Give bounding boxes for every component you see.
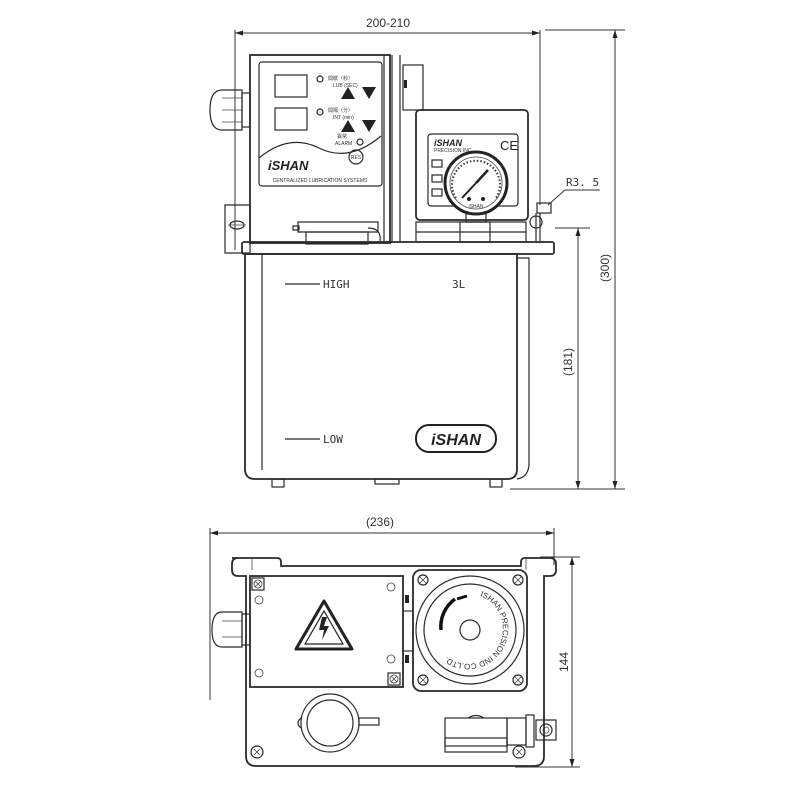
tank-logo: iSHAN xyxy=(431,432,481,449)
triangle-up-icon[interactable] xyxy=(341,87,355,99)
controller-caption: CENTRALIZED LUBRICATION SYSTEMS xyxy=(273,178,368,184)
filler-cap xyxy=(292,221,381,245)
ce-mark: CE xyxy=(500,138,518,153)
panel-wave xyxy=(258,135,382,159)
screw-icon xyxy=(417,674,429,686)
svg-text:PRECISION INC: PRECISION INC xyxy=(434,148,472,154)
dimension-overall-height-label: (300) xyxy=(598,254,612,282)
high-level-label: HIGH xyxy=(323,278,350,291)
dimension-width-plan: (236) xyxy=(209,515,555,700)
svg-text:iSHAN: iSHAN xyxy=(468,204,483,210)
controller-housing xyxy=(249,54,391,244)
screw-icon xyxy=(387,672,401,686)
led-alarm xyxy=(356,138,364,146)
electrical-box xyxy=(249,575,414,688)
led-lub xyxy=(316,75,324,83)
outlet-block-plan xyxy=(444,714,557,753)
tank-logo-badge xyxy=(415,424,497,453)
controller-brand-logo: iSHAN xyxy=(268,158,309,173)
screw-icon xyxy=(512,745,526,759)
controller-panel: 間歇（秒） LUB (SEC) 間隔（分） INT (min) 異常 ALARM… xyxy=(258,61,383,187)
gauge-panel-brand: iSHAN xyxy=(434,138,463,148)
filler-cap-plan xyxy=(297,693,380,753)
triangle-up-icon[interactable] xyxy=(341,120,355,132)
high-voltage-warning-icon xyxy=(294,599,354,651)
low-level-label: LOW xyxy=(323,433,343,446)
plan-view: (236) xyxy=(209,515,580,768)
display-lub-time xyxy=(274,74,308,98)
base-plate-outline xyxy=(231,557,557,767)
screw-icon xyxy=(251,577,265,591)
screw-icon xyxy=(512,574,524,586)
outlet-fitting: R3. 5 xyxy=(529,176,600,243)
cable-gland-plan xyxy=(211,611,251,648)
reservoir-cap-plan: ISHAN PRECISION IND CO.LTD. xyxy=(412,569,528,692)
dimension-heights: (181) (300) xyxy=(510,29,625,490)
triangle-down-icon[interactable] xyxy=(362,120,376,132)
svg-text:ALARM: ALARM xyxy=(335,141,352,147)
svg-text:LUB (SEC): LUB (SEC) xyxy=(333,83,358,89)
screw-icon xyxy=(417,574,429,586)
dimension-radius-label: R3. 5 xyxy=(566,176,599,189)
oil-tank: HIGH 3L LOW iSHAN xyxy=(244,253,530,488)
triangle-down-icon[interactable] xyxy=(362,87,376,99)
svg-text:RES: RES xyxy=(351,155,362,161)
svg-text:異常: 異常 xyxy=(337,133,347,140)
capacity-label: 3L xyxy=(452,278,466,291)
side-connector xyxy=(402,64,424,111)
display-interval xyxy=(274,107,308,131)
svg-text:間隔（分）: 間隔（分） xyxy=(328,107,353,114)
screw-icon xyxy=(250,745,264,759)
dimension-width-top-label: 200-210 xyxy=(366,16,410,30)
svg-text:INT (min): INT (min) xyxy=(333,115,354,121)
mounting-bracket-left xyxy=(224,204,251,254)
reset-button[interactable] xyxy=(348,149,364,165)
svg-text:間歇（秒）: 間歇（秒） xyxy=(328,75,353,82)
dimension-width-top: 200-210 xyxy=(234,16,541,250)
pressure-gauge-icon: iSHAN xyxy=(443,150,509,216)
dimension-tank-height-label: (181) xyxy=(561,348,575,376)
dimension-width-plan-label: (236) xyxy=(366,515,394,529)
pump-housing: iSHAN PRECISION INC CE iSHAN xyxy=(415,109,529,243)
led-int xyxy=(316,108,324,116)
cable-gland xyxy=(209,89,251,131)
front-view: 200-210 間歇（秒） LUB (SEC) 間隔（分） xyxy=(209,16,625,490)
dimension-depth-plan-label: 144 xyxy=(557,652,571,672)
screw-icon xyxy=(512,674,524,686)
dimension-depth-plan: 144 xyxy=(515,556,580,768)
